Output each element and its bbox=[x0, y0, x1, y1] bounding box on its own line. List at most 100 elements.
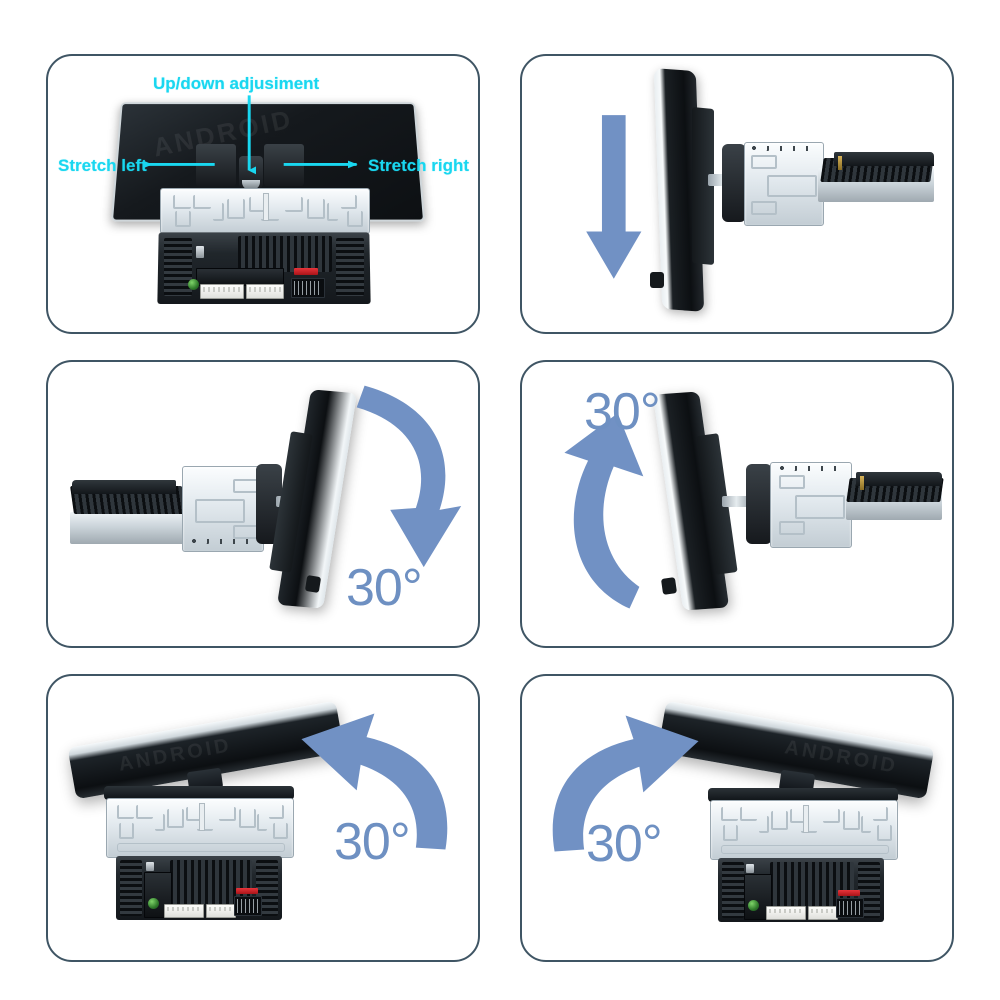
callout-arrows bbox=[142, 95, 358, 175]
hinge-shaft bbox=[722, 496, 754, 507]
chassis-side bbox=[70, 512, 186, 544]
chassis-top-dark bbox=[856, 472, 942, 486]
panel-front-tilt-left-30: ANDROID bbox=[46, 674, 480, 962]
cage-tab bbox=[721, 807, 738, 821]
cage-tab bbox=[136, 805, 153, 819]
cage-tab bbox=[771, 811, 788, 830]
cage-center-pin bbox=[803, 805, 809, 833]
cage-bottom-rail bbox=[721, 845, 889, 854]
cage-tab bbox=[186, 807, 203, 821]
bracket-rivets bbox=[191, 539, 255, 544]
cage-tab bbox=[117, 805, 134, 819]
panel-up-down-stretch: ANDROID bbox=[46, 54, 480, 334]
callout-stretch-left: Stretch left bbox=[58, 156, 147, 175]
cage-tab bbox=[801, 827, 817, 833]
iso-socket-a bbox=[164, 904, 204, 918]
cage-tab bbox=[119, 823, 134, 839]
heatsink-left bbox=[722, 862, 744, 918]
angle-label-30: 30° bbox=[346, 559, 423, 617]
panel-6-stage: ANDROID bbox=[522, 676, 952, 960]
cage-tab bbox=[327, 203, 338, 221]
panel-1-stage: ANDROID bbox=[48, 56, 478, 332]
red-connector bbox=[294, 268, 318, 275]
cage-tab bbox=[269, 805, 284, 819]
cage-tab bbox=[193, 195, 211, 209]
unit-top-trim bbox=[104, 786, 294, 800]
bracket-rivets bbox=[779, 466, 845, 471]
unit-top-trim bbox=[708, 788, 898, 802]
panel-tilt-down-30: 30° bbox=[46, 360, 480, 648]
curved-arrow-up-right bbox=[552, 715, 699, 852]
gold-pin bbox=[838, 156, 842, 170]
metal-bracket bbox=[182, 466, 264, 552]
angle-label-30: 30° bbox=[586, 815, 663, 873]
red-connector bbox=[838, 890, 860, 896]
cage-tab bbox=[213, 203, 224, 221]
cage-tab bbox=[249, 197, 267, 212]
swivel-knob bbox=[242, 180, 260, 190]
cage-slot bbox=[779, 521, 805, 535]
cage-tab bbox=[843, 811, 860, 830]
fuse-holder bbox=[746, 864, 754, 873]
iso-socket-b bbox=[246, 284, 284, 299]
cage-tab bbox=[227, 199, 245, 219]
cage-tab bbox=[861, 816, 871, 833]
cage-tab bbox=[723, 825, 738, 841]
callout-up-down-adjustment: Up/down adjusiment bbox=[153, 74, 320, 93]
cage-tab bbox=[307, 199, 325, 219]
heatsink-left bbox=[164, 238, 192, 296]
panel-5-stage: ANDROID bbox=[48, 676, 478, 960]
pin-header bbox=[291, 278, 325, 298]
curved-arrow-up-left bbox=[301, 713, 448, 850]
chassis-top-dark bbox=[834, 152, 934, 166]
din-mounting-cage bbox=[710, 800, 898, 860]
antenna-jack bbox=[188, 279, 199, 290]
panel-front-tilt-right-30: ANDROID bbox=[520, 674, 954, 962]
fuse-holder bbox=[196, 246, 204, 258]
antenna-jack bbox=[148, 898, 159, 909]
cage-tab bbox=[790, 809, 807, 823]
cage-slot bbox=[795, 495, 845, 519]
cage-tab bbox=[261, 215, 279, 221]
curved-arrow-down-right bbox=[356, 385, 462, 568]
cage-slot bbox=[751, 155, 777, 169]
angle-label-30: 30° bbox=[334, 813, 411, 871]
angle-label-30: 30° bbox=[584, 383, 661, 441]
din-mounting-cage bbox=[160, 188, 370, 234]
cage-tab bbox=[173, 195, 191, 209]
iso-socket-a bbox=[200, 284, 244, 299]
panel-tilt-up-30: 30° bbox=[520, 360, 954, 648]
heatsink-left bbox=[120, 860, 142, 916]
cage-tab bbox=[285, 197, 303, 212]
swivel-collar bbox=[722, 144, 746, 222]
panel-grid: ANDROID bbox=[46, 54, 954, 962]
cage-tab bbox=[273, 823, 288, 839]
curved-arrow-up-left bbox=[564, 413, 644, 609]
cage-tab bbox=[167, 809, 184, 828]
cage-tab bbox=[341, 195, 357, 209]
panel-2-stage bbox=[522, 56, 952, 332]
cage-tab bbox=[877, 825, 892, 841]
swivel-collar bbox=[746, 464, 772, 544]
antenna-jack bbox=[748, 900, 759, 911]
panel-slide-down bbox=[520, 54, 954, 334]
cage-tab bbox=[155, 814, 165, 831]
pin-header bbox=[836, 898, 864, 918]
cage-tab bbox=[219, 807, 236, 821]
cage-slot bbox=[779, 475, 805, 489]
cage-tab bbox=[257, 814, 267, 831]
fuse-holder bbox=[146, 862, 154, 871]
iso-socket-a bbox=[766, 906, 806, 920]
callout-stretch-right: Stretch right bbox=[368, 156, 470, 175]
panel-3-stage: 30° bbox=[48, 362, 478, 646]
cage-slot bbox=[751, 201, 777, 215]
panel-4-stage: 30° bbox=[522, 362, 952, 646]
cage-tab bbox=[239, 809, 256, 828]
bracket-rivets bbox=[751, 146, 817, 151]
cage-center-pin bbox=[199, 803, 205, 831]
red-connector bbox=[236, 888, 258, 894]
cage-bottom-rail bbox=[117, 843, 285, 852]
cage-tab bbox=[347, 211, 363, 227]
cage-tab bbox=[823, 809, 840, 823]
